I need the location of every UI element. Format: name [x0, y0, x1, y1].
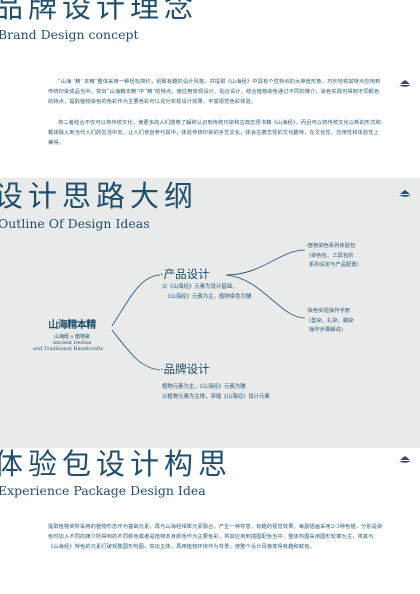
leaf1-line-2: (染色包、工具包的 — [309, 252, 354, 259]
boat-icon — [399, 80, 411, 87]
logo-tagline: 山海经 x 植物染 — [54, 334, 90, 340]
section-subtitle: Experience Package Design Idea — [0, 483, 206, 498]
experience-pack-node: ·植物染色系列体验包 (染色包、工具包的 系列设定与产品配置) — [306, 242, 406, 271]
brand-design-title: ·品牌设计 — [160, 362, 210, 376]
manual-node: ·染色实验操作手册 (型染、扎染、蜡染 操作步骤解说) — [306, 307, 406, 336]
section-title: 设计思路大纲 — [0, 179, 199, 213]
brand-design-line-1: 植物元素为主，《山海经》元素为辅 — [162, 384, 246, 390]
leaf1-line-3: 系列设定与产品配置) — [309, 262, 359, 269]
product-design-title: ·产品设计 — [160, 267, 210, 281]
product-design-line-1: 以《山海经》元素为设计基础， — [162, 284, 238, 290]
product-design-line-2: 《山海经》元素为主，植物染色为辅 — [165, 293, 252, 300]
section-subtitle: Outline Of Design Ideas — [0, 216, 150, 231]
brand-design-text: 植物元素为主，《山海经》元素为辅 以植物元素为主体，穿插《山海经》设计元素 — [162, 383, 302, 402]
leaf2-line-1: ·染色实验操作手册 — [306, 308, 351, 314]
experience-package-section: 体验包设计构思 Experience Package Design Idea 提… — [0, 448, 420, 594]
section-title: 品牌设计理念 — [0, 0, 199, 24]
leaf2-line-2: (型染、扎染、蜡染 — [309, 317, 354, 324]
experience-paragraph: 提取植物染所采用的植物形态作为基础元素，再与山海经相率元素融合，产生一种夺意、有… — [48, 524, 383, 550]
brand-design-line-2: 以植物元素为主体，穿插《山海经》设计元素 — [162, 393, 270, 400]
concept-paragraph-1: “山海 ‘精’ 本精”整体采用一种轻松简约，别致有趣的设计风格，并提取《山海经》… — [48, 79, 381, 105]
logo: 山海精本精 山海经 x 植物染 Ancient Deities and Trad… — [30, 316, 114, 352]
logo-english-2: and Traditional Handicrafts — [32, 346, 104, 352]
experience-text: 提取植物染所采用的植物形态作为基础元素，再与山海经相率元素融合，产生一种夺意、有… — [48, 522, 384, 552]
leaf1-line-1: ·植物染色系列体验包 — [306, 243, 356, 249]
concept-text: “山海 ‘精’ 本精”整体采用一种轻松简约，别致有趣的设计风格，并提取《山海经》… — [48, 77, 384, 148]
logo-english-1: Ancient Deities — [52, 340, 92, 346]
boat-icon — [399, 190, 411, 197]
concept-paragraph-2: 将二者结合不仅可以将传统文化，使更多的人们能够了解和认识到传统印染和古典志怪书籍… — [48, 120, 381, 146]
logo-mark: 山海精本精 — [48, 320, 96, 331]
leaf2-line-3: 操作步骤解说) — [309, 327, 343, 334]
mindmap-connectors — [111, 249, 306, 371]
boat-icon — [399, 456, 411, 463]
section-subtitle: Brand Design concept — [0, 27, 139, 42]
design-outline-section: 设计思路大纲 Outline Of Design Ideas 山海精本精 山海经… — [0, 178, 420, 448]
brand-concept-section: 品牌设计理念 Brand Design concept “山海 ‘精’ 本精”整… — [0, 0, 420, 178]
product-design-text: 以《山海经》元素为设计基础， 《山海经》元素为主，植物染色为辅 — [162, 283, 292, 302]
section-title: 体验包设计构思 — [0, 447, 233, 481]
